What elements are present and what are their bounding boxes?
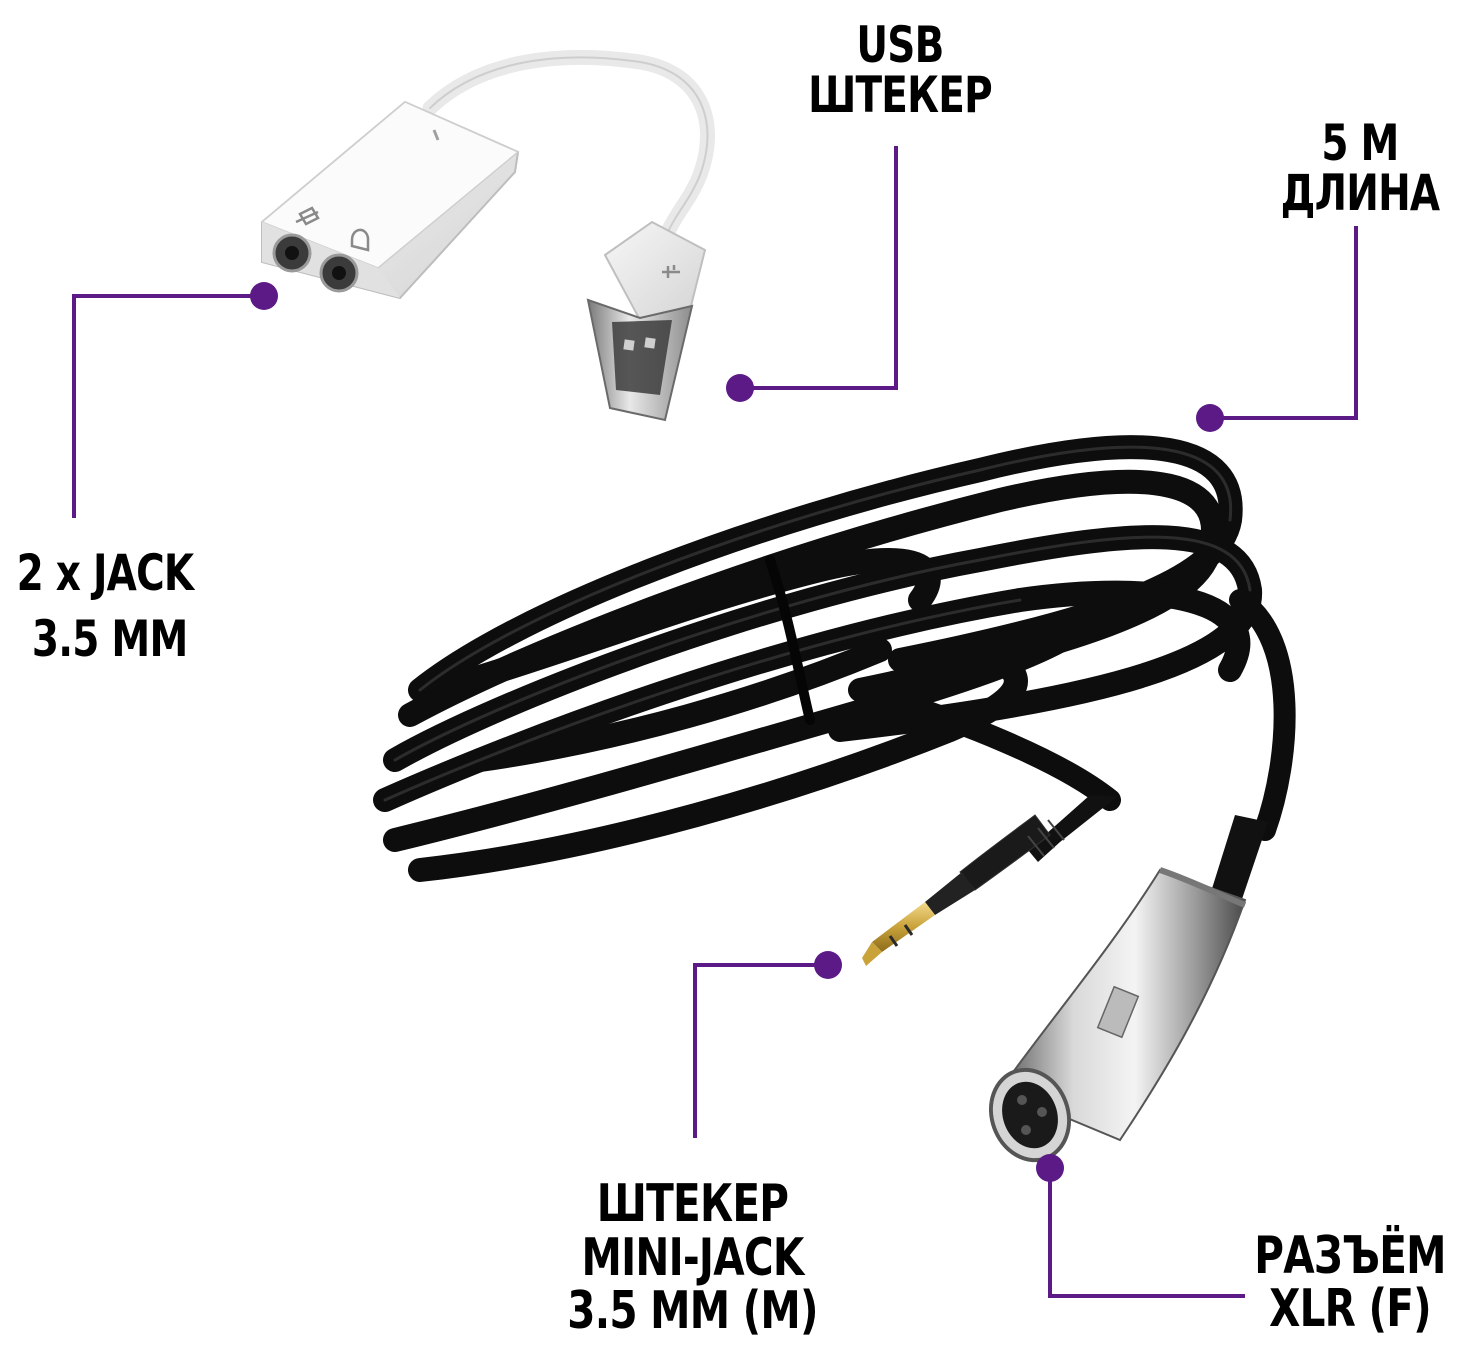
headphones-icon bbox=[350, 228, 370, 252]
adapter-led bbox=[432, 129, 440, 141]
callout-line-usb bbox=[740, 146, 898, 390]
callout-label-usb: USB ШТЕКЕР bbox=[791, 20, 1009, 120]
callout-text: ШТЕКЕР bbox=[596, 1174, 789, 1234]
callout-dot-usb bbox=[726, 374, 754, 402]
callout-line-length bbox=[1210, 226, 1358, 420]
callout-dot-mini bbox=[814, 951, 842, 979]
mini-jack-plug bbox=[862, 795, 1118, 966]
callout-text: ШТЕКЕР bbox=[808, 66, 993, 124]
callout-text: РАЗЪЁМ bbox=[1254, 1226, 1446, 1286]
callout-label-xlr: РАЗЪЁМ XLR (F) bbox=[1233, 1226, 1460, 1340]
callout-label-jack: 2 x JACK 3.5 MM bbox=[0, 548, 218, 664]
callout-text: MINI-JACK bbox=[581, 1227, 805, 1288]
callout-line-jack bbox=[72, 294, 264, 518]
xlr-female-connector bbox=[988, 815, 1268, 1163]
callout-line-mini bbox=[693, 963, 828, 1138]
mini-jack-strain-relief bbox=[1028, 795, 1118, 862]
callout-label-mini-jack: ШТЕКЕР MINI-JACK 3.5 MM (M) bbox=[558, 1174, 827, 1342]
usb-sound-adapter bbox=[260, 49, 715, 422]
callout-text: 2 x JACK bbox=[16, 544, 195, 602]
callout-text: 3.5 MM bbox=[31, 610, 188, 668]
coiled-cable bbox=[373, 435, 1296, 882]
callout-text: 5 М bbox=[1321, 114, 1399, 172]
callout-lines bbox=[72, 146, 1358, 1298]
callout-dot-length bbox=[1196, 404, 1224, 432]
callout-line-xlr bbox=[1048, 1168, 1245, 1298]
callout-text: USB bbox=[856, 16, 944, 74]
callout-dot-jack bbox=[250, 282, 278, 310]
callout-label-length: 5 М ДЛИНА bbox=[1243, 118, 1460, 218]
usb-symbol-icon bbox=[662, 265, 680, 278]
callout-text: ДЛИНА bbox=[1280, 164, 1440, 222]
microphone-icon bbox=[295, 206, 320, 226]
callout-dots bbox=[250, 282, 1224, 1182]
callout-text: XLR (F) bbox=[1269, 1279, 1432, 1340]
callout-text: 3.5 MM (M) bbox=[567, 1281, 818, 1342]
usb-plug-housing bbox=[603, 220, 707, 322]
mini-jack-tip bbox=[872, 902, 935, 952]
callout-dot-xlr bbox=[1036, 1154, 1064, 1182]
